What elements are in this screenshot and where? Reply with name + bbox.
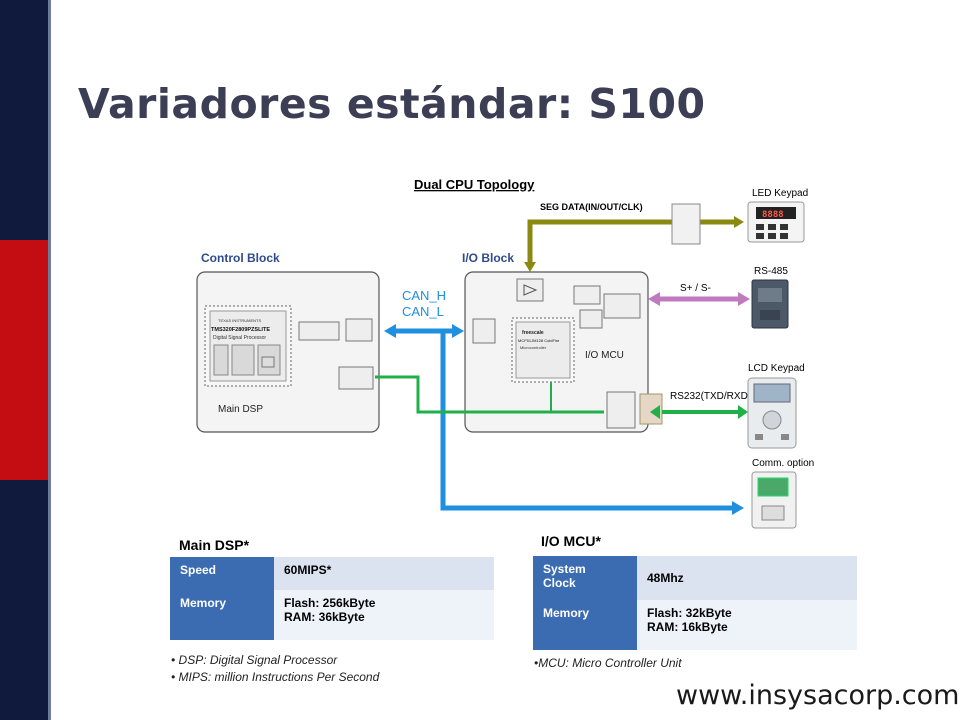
dsp-description: Digital Signal Processor: [213, 335, 266, 341]
io-mcu-label: I/O MCU: [585, 350, 624, 361]
io-mcu-heading: I/O MCU*: [541, 533, 601, 549]
diagram-shape: [524, 262, 536, 272]
value-line: 48Mhz: [647, 571, 684, 585]
table-label: System Clock: [533, 556, 637, 600]
diagram-shape: [734, 216, 744, 228]
main-dsp-heading: Main DSP*: [179, 537, 250, 553]
value-line: Flash: 256kByte: [284, 596, 376, 610]
can-l-label: CAN_L: [402, 304, 444, 319]
diagram-shape: [768, 233, 776, 239]
diagram-shape: [515, 321, 571, 379]
table-row: Memory Flash: 256kByte RAM: 36kByte: [170, 590, 494, 640]
main-dsp-label: Main DSP: [218, 404, 263, 415]
diagram-shape: [756, 207, 796, 219]
can-h-label: CAN_H: [402, 288, 446, 303]
note-item: • DSP: Digital Signal Processor: [171, 653, 338, 667]
table-label: Memory: [533, 600, 637, 650]
value-line: Flash: 32kByte: [647, 606, 732, 620]
diagram-shape: [650, 405, 660, 419]
main-dsp-notes: • DSP: Digital Signal Processor • MIPS: …: [171, 652, 379, 686]
diagram-shape: [758, 288, 782, 302]
note-item: •MCU: Micro Controller Unit: [534, 656, 682, 670]
control-component-3: [338, 366, 374, 390]
table-row: System Clock 48Mhz: [533, 556, 857, 600]
diagram-shape: [648, 292, 660, 306]
diagram-shape: [231, 344, 255, 376]
diagram-shape: [756, 233, 764, 239]
diagram-shape: [753, 383, 791, 403]
diagram-shape: [760, 310, 780, 320]
label-line: System: [543, 562, 586, 576]
diagram-shape: [452, 324, 464, 338]
diagram-shape: [780, 224, 788, 230]
diagram-shape: [384, 324, 396, 338]
comm-option-label: Comm. option: [752, 458, 814, 469]
green-link-line: [375, 375, 604, 414]
diagram-shape: [213, 344, 229, 376]
mcu-part-number: MCF51JM128 ColdFire: [518, 338, 560, 343]
website-url[interactable]: www.insysacorp.com: [676, 680, 960, 711]
diagram-shape: [762, 410, 782, 430]
io-component-b: [579, 309, 603, 329]
diagram-shape: [738, 405, 748, 419]
diagram-shape: [757, 477, 789, 497]
lcd-keypad-label: LCD Keypad: [748, 363, 805, 374]
diagram-shape: [732, 501, 744, 515]
note-item: • MIPS: million Instructions Per Second: [171, 670, 380, 684]
diagram-shape: [768, 224, 776, 230]
topology-title: Dual CPU Topology: [414, 177, 535, 192]
side-bar-red: [0, 240, 48, 480]
comm-option-line: [440, 333, 736, 511]
table-label: Memory: [170, 590, 274, 640]
rs232-transceiver: [606, 391, 636, 429]
diagram-shape: [755, 434, 763, 440]
seg-data-line: [527, 219, 738, 268]
slide-title: Variadores estándar: S100: [78, 80, 706, 128]
io-component-a: [573, 285, 601, 305]
table-value: 60MIPS*: [274, 557, 494, 590]
io-block-label: I/O Block: [462, 251, 514, 265]
side-bar-edge: [48, 0, 51, 720]
diagram-shape: [756, 224, 764, 230]
main-dsp-table: Speed 60MIPS* Memory Flash: 256kByte RAM…: [170, 557, 494, 640]
value-line: RAM: 36kByte: [284, 610, 365, 624]
io-input-filter: [516, 278, 544, 302]
dsp-brand: TEXAS INSTRUMENTS: [218, 318, 261, 323]
seg-data-module: [671, 203, 701, 245]
diagram-shape: [261, 356, 275, 368]
rs485-device-label: RS-485: [754, 266, 788, 277]
value-line: 60MIPS*: [284, 563, 332, 577]
io-mcu-table: System Clock 48Mhz Memory Flash: 32kByte…: [533, 556, 857, 650]
rs232-label: RS232(TXD/RXD): [670, 391, 751, 402]
control-component-2: [345, 318, 373, 342]
table-value: Flash: 32kByte RAM: 16kByte: [637, 600, 857, 650]
dsp-part-number: TMS320F2809PZSLITE: [211, 327, 270, 333]
control-component-1: [298, 321, 340, 341]
mcu-description: Microcontroller: [520, 345, 547, 350]
table-row: Memory Flash: 32kByte RAM: 16kByte: [533, 600, 857, 650]
mcu-brand: freescale: [522, 330, 544, 336]
control-block-label: Control Block: [201, 251, 280, 265]
io-mcu-notes: •MCU: Micro Controller Unit: [534, 655, 682, 672]
s-plus-minus-label: S+ / S-: [680, 283, 711, 294]
table-label: Speed: [170, 557, 274, 590]
table-value: 48Mhz: [637, 556, 857, 600]
diagram-shape: [781, 434, 789, 440]
diagram-shape: [738, 292, 750, 306]
seg-data-label: SEG DATA(IN/OUT/CLK): [540, 202, 643, 212]
diagram-shape: [523, 284, 538, 296]
table-row: Speed 60MIPS*: [170, 557, 494, 590]
io-component-c: [603, 293, 641, 319]
value-line: RAM: 16kByte: [647, 620, 728, 634]
led-keypad-label: LED Keypad: [752, 188, 808, 199]
led-keypad-display: 8888: [762, 210, 784, 220]
rs485-device: [751, 279, 789, 329]
table-value: Flash: 256kByte RAM: 36kByte: [274, 590, 494, 640]
diagram-shape: [780, 233, 788, 239]
diagram-shape: [761, 505, 785, 521]
io-connector: [472, 318, 496, 344]
label-line: Clock: [543, 576, 576, 590]
